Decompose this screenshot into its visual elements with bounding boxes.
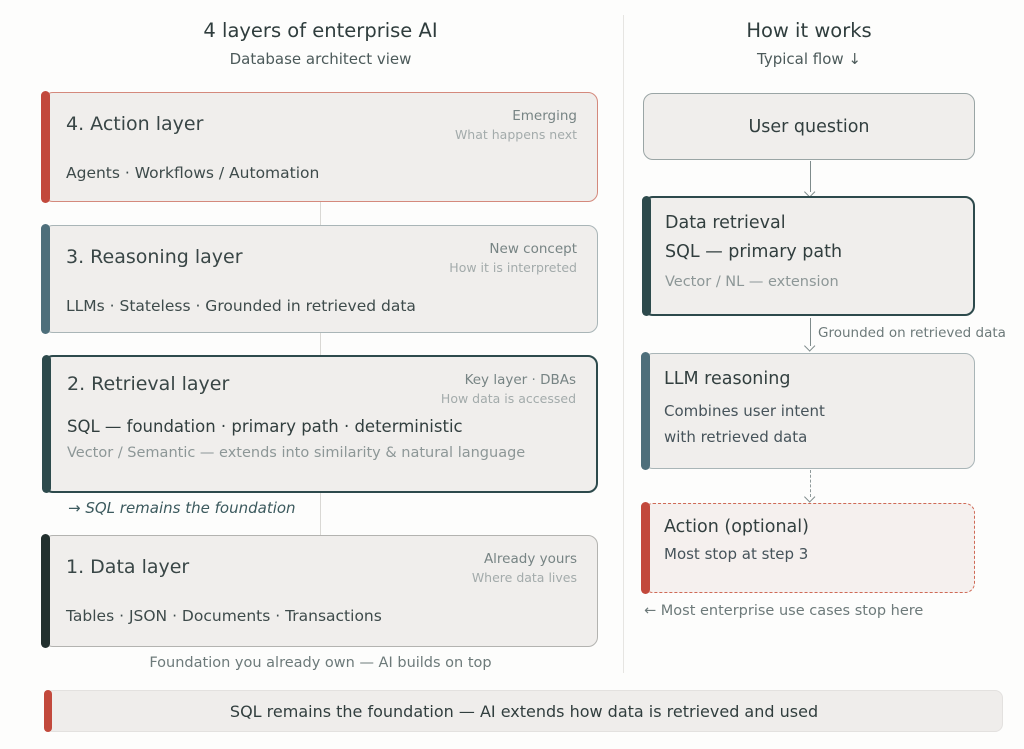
node-llm-reasoning-title: LLM reasoning xyxy=(664,369,791,389)
layer-retrieval-title: 2. Retrieval layer xyxy=(67,373,230,395)
node-llm-reasoning-body-line2: with retrieved data xyxy=(664,428,808,447)
node-llm-reasoning: LLM reasoning Combines user intent with … xyxy=(641,352,975,470)
down-arrow-dashed-icon xyxy=(802,470,817,503)
bottom-banner-text: SQL remains the foundation — AI extends … xyxy=(229,701,819,721)
left-title: 4 layers of enterprise AI xyxy=(203,19,438,42)
right-column-header: How it works Typical flow ↓ xyxy=(643,18,975,68)
left-caption: Foundation you already own — AI builds o… xyxy=(149,655,492,671)
layer-retrieval-note1: Key layer · DBAs xyxy=(464,372,576,388)
left-column-header: 4 layers of enterprise AI Database archi… xyxy=(43,18,598,68)
layer-action-note2: What happens next xyxy=(454,127,577,143)
left-subtitle: Database architect view xyxy=(229,50,412,69)
layer-reasoning-note2: How it is interpreted xyxy=(449,260,577,276)
node-data-retrieval-title: Data retrieval xyxy=(665,213,786,233)
node-action-body: Most stop at step 3 xyxy=(664,545,809,563)
node-llm-reasoning-body-line1: Combines user intent xyxy=(664,402,825,420)
layer-retrieval-note2: How data is accessed xyxy=(440,391,576,407)
accent-bar xyxy=(641,352,650,470)
right-caption: ← Most enterprise use cases stop here xyxy=(644,603,924,619)
down-arrow-icon xyxy=(802,318,817,352)
layer-action: 4. Action layer Emerging What happens ne… xyxy=(41,91,598,203)
node-action: Action (optional) Most stop at step 3 xyxy=(641,502,975,594)
bottom-banner: SQL remains the foundation — AI extends … xyxy=(44,690,1003,732)
node-data-retrieval-line2: SQL — primary path xyxy=(665,242,843,262)
layer-action-body: Agents · Workflows / Automation xyxy=(66,164,320,182)
right-title: How it works xyxy=(746,19,872,42)
layer-reasoning-body: LLMs · Stateless · Grounded in retrieved… xyxy=(66,297,416,315)
node-user-question-title: User question xyxy=(748,116,870,137)
layer-reasoning: 3. Reasoning layer New concept How it is… xyxy=(41,224,598,334)
layer-action-header: 4. Action layer Emerging What happens ne… xyxy=(66,106,577,145)
layer-action-note1: Emerging xyxy=(512,108,577,124)
layer-action-title: 4. Action layer xyxy=(66,113,204,135)
node-llm-reasoning-body: Combines user intent with retrieved data xyxy=(664,398,956,451)
layer-data-title: 1. Data layer xyxy=(66,556,190,578)
layer-data-note2: Where data lives xyxy=(471,570,577,586)
arrow-label-grounded: Grounded on retrieved data xyxy=(818,325,1006,341)
layer-reasoning-header: 3. Reasoning layer New concept How it is… xyxy=(66,239,577,278)
layer-connector xyxy=(320,333,321,355)
layer-retrieval-notes: Key layer · DBAs How data is accessed xyxy=(441,370,576,409)
layer-action-notes: Emerging What happens next xyxy=(455,106,577,145)
layer-retrieval: 2. Retrieval layer Key layer · DBAs How … xyxy=(42,355,598,493)
right-subtitle: Typical flow ↓ xyxy=(757,50,861,69)
layer-data-notes: Already yours Where data lives xyxy=(472,549,577,588)
layer-data-note1: Already yours xyxy=(483,551,577,567)
layer-connector xyxy=(320,493,321,535)
node-data-retrieval: Data retrieval SQL — primary path Vector… xyxy=(642,196,975,316)
layer-retrieval-body: SQL — foundation · primary path · determ… xyxy=(67,417,463,436)
layer-reasoning-title: 3. Reasoning layer xyxy=(66,246,243,268)
accent-bar xyxy=(642,196,651,316)
layer-reasoning-note1: New concept xyxy=(489,241,577,257)
layer-data: 1. Data layer Already yours Where data l… xyxy=(41,534,598,648)
layer-retrieval-body2: Vector / Semantic — extends into similar… xyxy=(67,445,526,461)
sql-foundation-note: → SQL remains the foundation xyxy=(68,499,296,517)
column-divider xyxy=(623,15,624,673)
down-arrow-icon xyxy=(802,161,817,198)
node-action-title: Action (optional) xyxy=(664,517,809,537)
layer-data-body: Tables · JSON · Documents · Transactions xyxy=(66,607,382,625)
layer-data-header: 1. Data layer Already yours Where data l… xyxy=(66,549,577,588)
node-data-retrieval-line3: Vector / NL — extension xyxy=(665,274,839,290)
accent-bar xyxy=(641,502,650,594)
layer-connector xyxy=(320,202,321,225)
layer-reasoning-notes: New concept How it is interpreted xyxy=(449,239,577,278)
layer-retrieval-header: 2. Retrieval layer Key layer · DBAs How … xyxy=(67,370,576,409)
node-user-question: User question xyxy=(643,93,975,160)
